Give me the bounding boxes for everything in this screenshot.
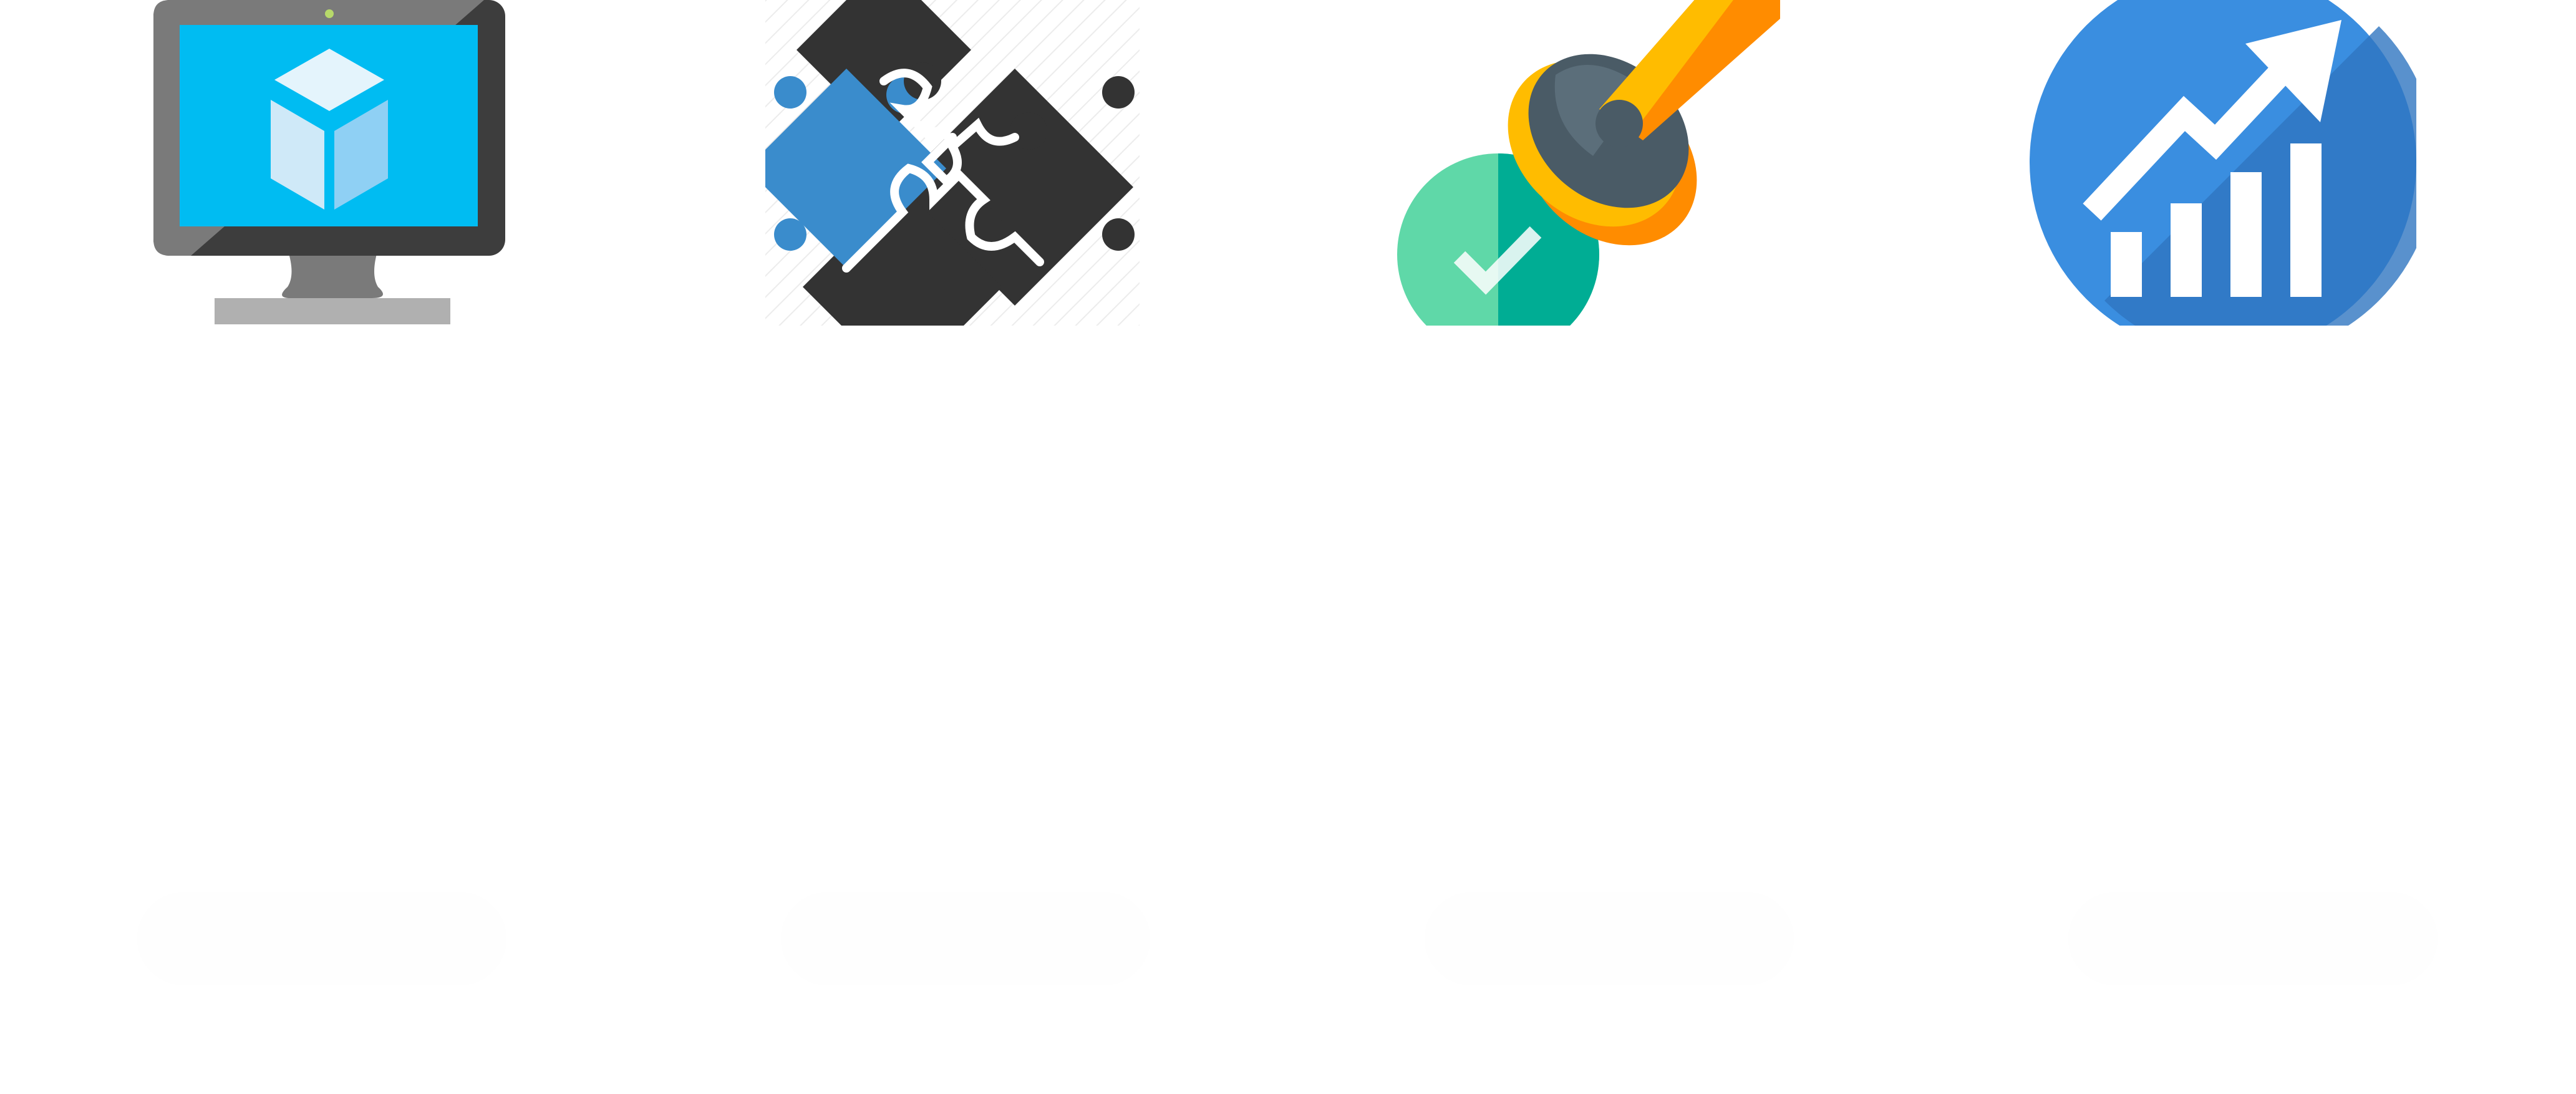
growth-chart-icon <box>2030 0 2416 326</box>
card-integration[interactable] <box>644 0 1287 1094</box>
card-link-button[interactable] <box>781 892 1150 985</box>
card-analytics[interactable] <box>1931 0 2575 1094</box>
card-icon-area <box>0 0 644 324</box>
puzzle-pieces-icon <box>765 0 1140 326</box>
card-icon-area <box>1287 0 1931 326</box>
stamp-check-icon <box>1397 0 1780 326</box>
card-link-button[interactable] <box>137 892 506 985</box>
monitor-cube-icon <box>153 0 505 324</box>
card-validation[interactable] <box>1287 0 1931 1094</box>
card-icon-area <box>644 0 1287 326</box>
card-icon-area <box>1931 0 2575 326</box>
card-link-button[interactable] <box>1425 892 1794 985</box>
card-link-button[interactable] <box>2068 892 2438 985</box>
card-virtual-machine[interactable] <box>0 0 644 1094</box>
